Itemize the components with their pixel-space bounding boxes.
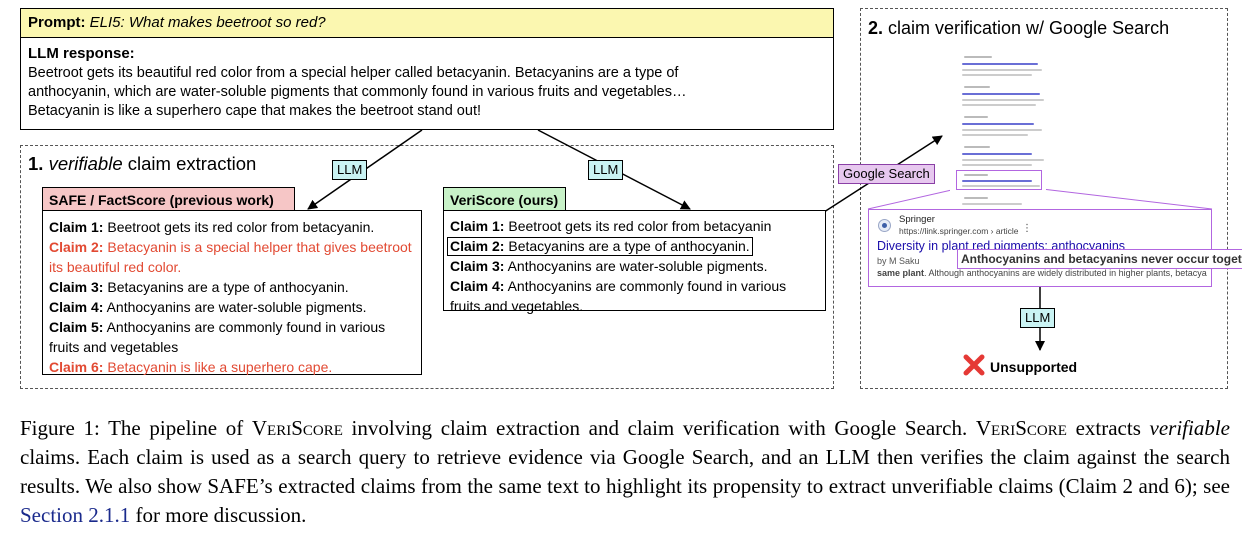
google-search-tag: Google Search: [838, 164, 935, 184]
zoom-line-left: [867, 188, 957, 210]
claim-item: Claim 1: Beetroot gets its red color fro…: [450, 218, 772, 234]
prompt-bar: Prompt: ELI5: What makes beetroot so red…: [20, 8, 834, 38]
safe-header: SAFE / FactScore (previous work): [42, 187, 295, 211]
claim-item-unverifiable: Claim 2: Betacyanin is a special helper …: [49, 239, 412, 275]
claim-item: Claim 4: Anthocyanins are water-soluble …: [49, 299, 367, 315]
verification-title: 2. claim verification w/ Google Search: [868, 18, 1170, 38]
response-line: Betacyanin is like a superhero cape that…: [28, 103, 481, 119]
llm-response-box: LLM response: Beetroot gets its beautifu…: [20, 37, 834, 130]
llm-tag-verify: LLM: [1020, 308, 1056, 328]
prompt-text: ELI5: What makes beetroot so red?: [89, 14, 326, 31]
prompt-label: Prompt:: [28, 14, 86, 31]
figure-caption: Figure 1: The pipeline of VeriScore invo…: [20, 416, 1231, 527]
safe-claims-box: Claim 1: Beetroot gets its red color fro…: [42, 210, 422, 375]
claim-item: Claim 1: Beetroot gets its red color fro…: [49, 219, 375, 235]
search-results-thumbnail: [950, 50, 1046, 210]
veriscore-header: VeriScore (ours): [443, 187, 566, 211]
verification-section: [860, 8, 1228, 389]
site-url: https://link.springer.com › article: [899, 226, 1019, 236]
zoomed-search-result: Springer https://link.springer.com › art…: [868, 209, 1242, 287]
globe-icon: [878, 219, 891, 232]
result-snippet: same plant. Although anthocyanins are wi…: [877, 268, 1207, 278]
veriscore-claims-box: Claim 1: Beetroot gets its red color fro…: [443, 210, 826, 314]
response-line: Beetroot gets its beautiful red color fr…: [28, 65, 679, 81]
evidence-highlight: Anthocyanins and betacyanins never occur…: [957, 249, 1242, 269]
extraction-section: [20, 145, 834, 389]
result-meta: by M Saku: [877, 256, 920, 266]
claim-item: Claim 5: Anthocyanins are commonly found…: [49, 319, 386, 355]
response-line: anthocyanin, which are water-soluble pig…: [28, 84, 687, 100]
claim-item-unverifiable: Claim 6: Betacyanin is like a superhero …: [49, 359, 333, 375]
verdict-label: Unsupported: [990, 359, 1078, 375]
zoom-line-right: [1041, 188, 1213, 210]
claim-item-query: Claim 2: Betacyanins are a type of antho…: [447, 237, 753, 256]
llm-tag-veriscore: LLM: [588, 160, 624, 180]
cross-icon: [962, 353, 986, 377]
claim-item: Claim 3: Anthocyanins are water-soluble …: [450, 258, 768, 274]
section-link[interactable]: Section 2.1.1: [20, 503, 131, 527]
more-icon: ⋮: [1022, 223, 1032, 234]
site-name: Springer: [899, 214, 935, 225]
claim-item: Claim 4: Anthocyanins are commonly found…: [450, 278, 787, 314]
response-title: LLM response:: [28, 45, 135, 62]
claim-item: Claim 3: Betacyanins are a type of antho…: [49, 279, 349, 295]
extraction-title: 1. verifiable claim extraction: [28, 153, 257, 174]
llm-tag-safe: LLM: [332, 160, 368, 180]
